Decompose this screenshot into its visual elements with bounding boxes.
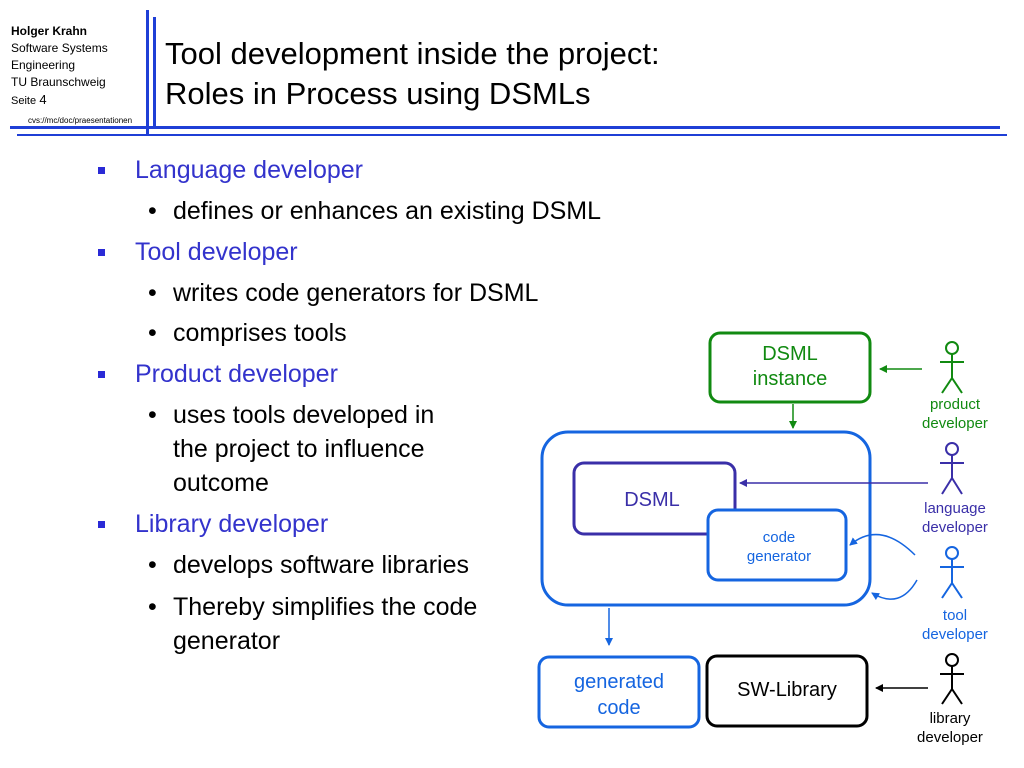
generated-code-box [537,655,701,729]
tool-container-box [540,430,872,607]
header-vertical-rule-left [146,10,149,136]
sub-bullet-text: generator [173,627,281,655]
library-developer-label: library developer [895,709,1005,747]
product-developer-label: product developer [900,395,1010,433]
library-developer-stick-figure-icon [940,653,964,705]
code-generator-label: code generator [708,528,850,566]
product-developer-label-line-2: developer [922,415,988,432]
page-label: Seite [11,95,37,107]
affiliation-line-2: Engineering [11,58,76,72]
sub-bullet-text: the project to influence [173,435,425,463]
square-bullet-icon [98,521,105,528]
tool-to-generator-arrow [849,533,916,556]
dsml-label: DSML [624,489,680,511]
code-generator-box [706,508,848,582]
sub-bullet-text: develops software libraries [173,551,469,579]
bullet-label: Tool developer [135,238,298,266]
tool-developer-label: tool developer [900,606,1010,644]
sub-bullet-text: Thereby simplifies the code [173,593,478,621]
dot-bullet-icon: • [148,551,157,579]
author-name: Holger Krahn [11,24,88,38]
dsml-instance-label: DSML instance [710,342,870,392]
sw-library-box [705,654,869,728]
slide-title-line-2: Roles in Process using DSMLs [165,76,591,111]
sub-bullet-text: defines or enhances an existing DSML [173,197,602,225]
dsml-instance-label-line-1: DSML [762,343,818,365]
sub-bullet-text: comprises tools [173,319,347,347]
generated-code-label-line-1: generated [573,671,665,693]
sub-bullet-text: outcome [173,469,269,497]
page-indicator: Seite 4 [11,91,108,110]
code-generator-label-line-1: code [762,529,796,546]
tool-developer-label-line-2: developer [922,626,988,643]
header-horizontal-rule-bottom [17,134,1007,136]
square-bullet-icon [98,371,105,378]
bullet-label: Library developer [135,510,329,538]
sub-bullet-text: uses tools developed in [173,401,435,429]
bullet-label: Language developer [135,156,363,184]
affiliation-line-1: Software Systems [11,41,108,55]
generated-code-label: generated code [539,669,699,721]
slide-title-line-1: Tool development inside the project: [165,36,660,71]
language-developer-label-line-2: developer [922,519,988,536]
product-developer-stick-figure-icon [940,341,964,394]
affiliation-line-3: TU Braunschweig [11,75,106,89]
header-vertical-rule-right [153,17,156,129]
dsml-instance-label-line-2: instance [752,368,828,390]
bullet-label: Product developer [135,360,338,388]
tool-developer-label-line-1: tool [942,607,968,624]
generated-code-label-line-2: code [597,697,641,719]
tool-developer-stick-figure-icon [940,546,964,599]
product-developer-label-line-1: product [929,396,981,413]
dot-bullet-icon: • [148,197,157,225]
dot-bullet-icon: • [148,593,157,621]
author-block: Holger Krahn Software Systems Engineerin… [11,23,108,110]
cvs-path: cvs://mc/doc/praesentationen [28,116,133,125]
square-bullet-icon [98,249,105,256]
square-bullet-icon [98,167,105,174]
library-developer-label-line-1: library [929,710,971,727]
language-developer-label-line-1: language [924,500,986,517]
slide-title: Tool development inside the project: Rol… [165,34,660,114]
header-horizontal-rule-top [10,126,1000,129]
dot-bullet-icon: • [148,319,157,347]
language-developer-label: language developer [900,499,1010,537]
language-developer-stick-figure-icon [940,442,964,495]
code-generator-label-line-2: generator [746,548,812,565]
tool-to-container-arrow [871,579,918,601]
page-number: 4 [39,92,47,107]
dsml-box [572,461,737,536]
sub-bullet-text: writes code generators for DSML [173,279,539,307]
library-developer-label-line-2: developer [917,729,983,746]
dot-bullet-icon: • [148,279,157,307]
dot-bullet-icon: • [148,401,157,429]
sw-library-label: SW-Library [737,679,837,701]
dsml-instance-box [708,331,872,404]
